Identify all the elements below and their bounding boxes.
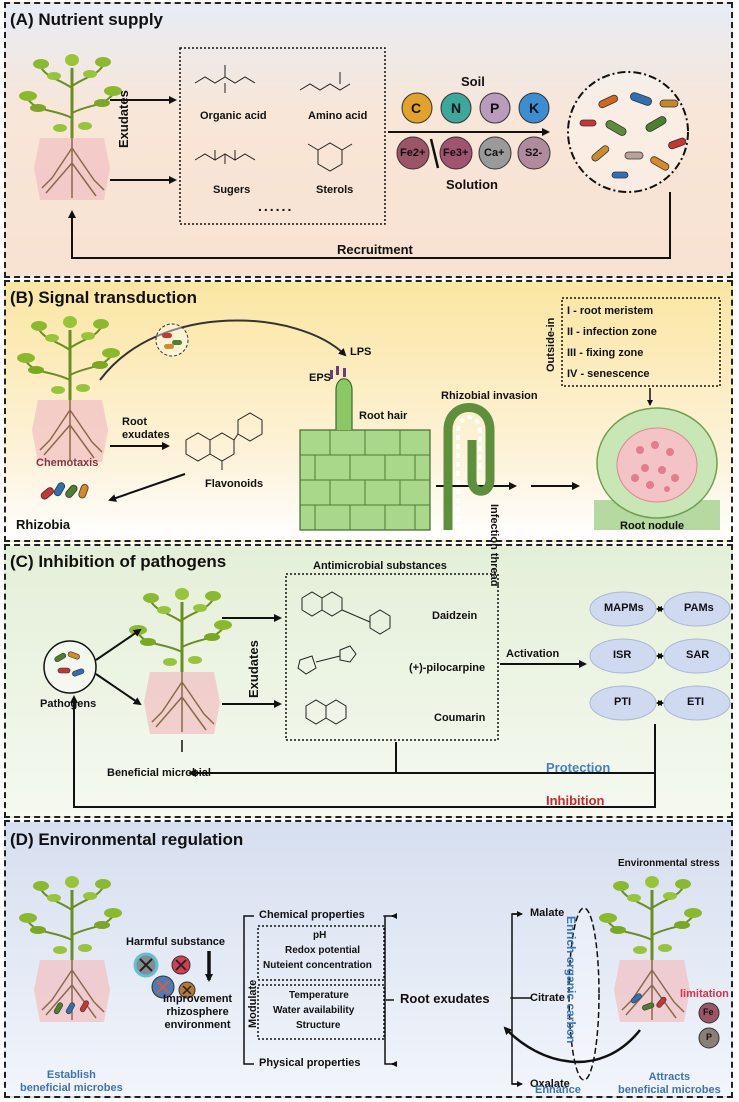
limitation-label: limitation — [680, 988, 729, 1000]
physical-label: Physical properties — [259, 1057, 361, 1069]
ion-fe3: Fe3+ — [443, 147, 469, 159]
nutrient-c: C — [411, 100, 422, 116]
immune-isr: ISR — [613, 649, 632, 661]
phys-structure: Structure — [296, 1020, 341, 1031]
sterols-label: Sterols — [316, 184, 354, 196]
modulate-label: Modulate — [247, 979, 259, 1028]
coumarin-label: Coumarin — [434, 712, 486, 724]
chemical-label: Chemical properties — [259, 909, 365, 921]
panel-d — [4, 820, 733, 1098]
activation-label: Activation — [506, 648, 560, 660]
immune-pams: PAMs — [684, 602, 714, 614]
solution-label: Solution — [446, 177, 498, 192]
zone-4: IV - senescence — [567, 368, 650, 380]
panel-b-title: (B) Signal transduction — [10, 288, 197, 307]
acid-citrate: Citrate — [530, 992, 565, 1004]
nutrient-p: P — [490, 100, 500, 116]
zone-2: II - infection zone — [567, 326, 657, 338]
nutrient-k: K — [529, 100, 540, 116]
attracts-label: Attracts beneficial microbes — [618, 1071, 721, 1096]
root-exudates-d-label: Root exudates — [400, 991, 490, 1006]
phys-water: Water availability — [273, 1005, 355, 1016]
acid-malate: Malate — [530, 907, 565, 919]
nutrient-n: N — [451, 100, 462, 116]
panel-c-title: (C) Inhibition of pathogens — [10, 552, 227, 571]
ion-s: S2- — [525, 147, 543, 159]
env-stress-label: Environmental stress — [618, 858, 720, 869]
zone-1: I - root meristem — [567, 305, 654, 317]
more-compounds: ...... — [258, 198, 294, 214]
chem-ph: pH — [313, 930, 327, 941]
recruitment-label: Recruitment — [337, 242, 413, 257]
acid-oxalate: Oxalate — [530, 1078, 570, 1090]
soil-label: Soil — [461, 74, 485, 89]
amino-acid-label: Amino acid — [308, 110, 368, 122]
pathogens-label: Pathogens — [40, 698, 97, 710]
fe-label: Fe — [703, 1007, 714, 1017]
sugers-label: Sugers — [213, 184, 251, 196]
organic-acid-label: Organic acid — [200, 110, 267, 122]
establish-label: Establish beneficial microbes — [20, 1069, 123, 1094]
lps-label: LPS — [350, 346, 372, 358]
chem-nutrient: Nuteient concentration — [263, 960, 372, 971]
improvement-label: Improvement rhizosphere environment — [163, 993, 233, 1031]
chemotaxis-label: Chemotaxis — [36, 457, 99, 469]
zone-3: III - fixing zone — [567, 347, 644, 359]
rhizobia-label: Rhizobia — [16, 517, 71, 532]
exudates-label: Exudates — [116, 90, 131, 148]
immune-mapms: MAPMs — [604, 602, 644, 614]
daidzein-label: Daidzein — [432, 610, 478, 622]
enrich-label: Enrich organic carbon — [564, 916, 578, 1044]
immune-sar: SAR — [686, 649, 710, 661]
antimicrobial-label: Antimicrobial substances — [313, 560, 447, 572]
root-hair-label: Root hair — [359, 410, 408, 422]
p-label: P — [706, 1032, 713, 1042]
beneficial-label: Beneficial microbial — [107, 767, 211, 779]
panel-d-title: (D) Environmental regulation — [10, 830, 244, 849]
inhibition-label: Inhibition — [546, 793, 605, 808]
pilocarpine-label: (+)-pilocarpine — [409, 662, 486, 674]
immune-pti: PTI — [614, 696, 632, 708]
protection-label: Protection — [546, 760, 611, 775]
phys-temp: Temperature — [289, 990, 349, 1001]
ion-ca: Ca+ — [484, 147, 505, 159]
enhance-label: Enhance — [535, 1084, 581, 1096]
panel-a-title: (A) Nutrient supply — [10, 10, 163, 29]
flavonoids-label: Flavonoids — [205, 478, 264, 490]
outside-in-label: Outside-in — [545, 317, 557, 372]
eps-label: EPS — [309, 372, 332, 384]
infection-thread-label: Infection thread — [488, 504, 500, 587]
root-exudates-label: Root exudates — [122, 416, 170, 441]
harmful-label: Harmful substance — [126, 936, 226, 948]
rhizobial-invasion-label: Rhizobial invasion — [441, 390, 538, 402]
chem-redox: Redox potential — [285, 945, 361, 956]
root-nodule-label: Root nodule — [620, 520, 685, 532]
ion-fe2: Fe2+ — [400, 147, 426, 159]
exudates-c-label: Exudates — [246, 640, 261, 698]
immune-eti: ETI — [687, 696, 705, 708]
